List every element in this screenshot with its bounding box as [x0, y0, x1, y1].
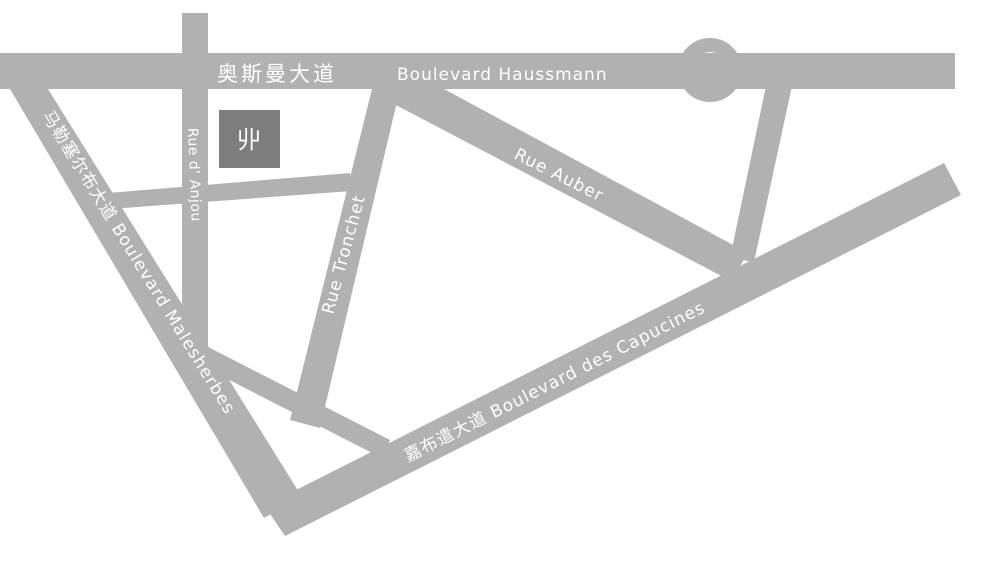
label-malesherbes-path: 马勒塞尔布大道 Boulevard Malesherbes [38, 107, 238, 418]
road-rue-tronchet [290, 89, 400, 428]
location-marker-box [219, 110, 280, 168]
label-malesherbes: 马勒塞尔布大道 Boulevard Malesherbes [38, 107, 239, 418]
road-rue-auber [392, 89, 748, 281]
label-capucines-path: 嘉布遣大道 Boulevard des Capucines [401, 298, 708, 467]
label-anjou-path: Rue d' Anjou [184, 128, 203, 223]
road-boulevard-des-capucines [264, 163, 961, 536]
label-capucines: 嘉布遣大道 Boulevard des Capucines [401, 298, 709, 467]
location-marker-glyph: 丱 [237, 126, 261, 154]
label-anjou: Rue d' Anjou [184, 128, 204, 223]
label-haussmann-cn: 奥斯曼大道 [217, 62, 337, 86]
road-boulevard-malesherbes [10, 89, 302, 518]
road-lower-connector [200, 347, 390, 458]
road-connector-east [730, 86, 792, 262]
label-haussmann: Boulevard Haussmann [397, 65, 608, 85]
roundabout [678, 38, 742, 102]
location-logo-icon[interactable]: 丱 [219, 110, 280, 168]
road-cross-street [108, 173, 352, 209]
road-boulevard-haussmann [0, 53, 955, 89]
